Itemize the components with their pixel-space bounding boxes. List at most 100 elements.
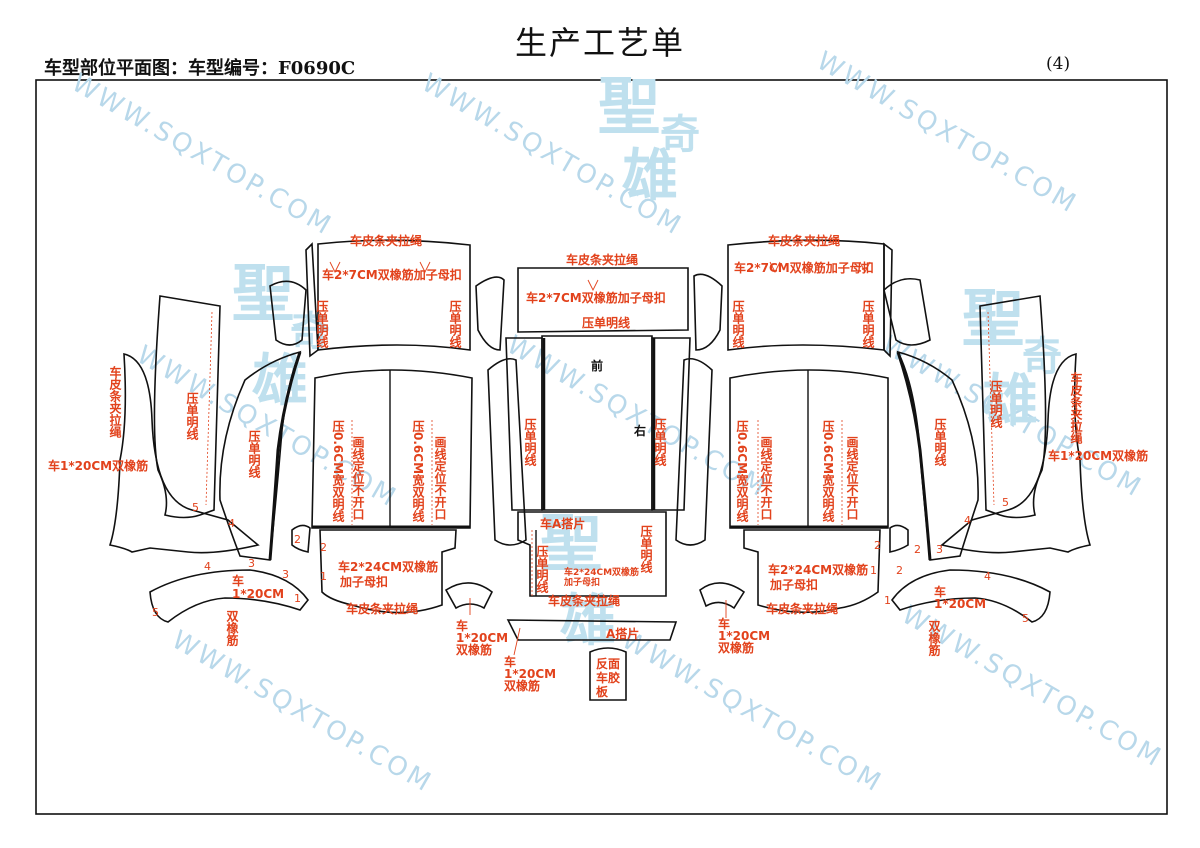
annotation-label-vertical: 压单明线 [448, 300, 462, 349]
annotation-label-vertical: 压单明线 [861, 300, 875, 349]
annotation-label: 车 [232, 573, 244, 588]
direction-front: 前 [591, 358, 603, 373]
annotation-label: 1*20CM [934, 597, 986, 611]
center-bottom-a-tab [506, 619, 678, 641]
piece-number: 3 [248, 557, 255, 570]
annotation-label: 车皮条夹拉绳 [346, 601, 418, 616]
left-pieces [108, 239, 527, 623]
left-quarter-panel [153, 295, 221, 519]
annotation-label-small: 加子母扣 [563, 576, 600, 588]
piece-number: 2 [874, 539, 881, 552]
annotation-label: 车2*7CM双橡筋加子母扣 [526, 290, 666, 305]
annotation-label: 车胶 [596, 670, 620, 685]
piece-number: 1 [870, 564, 877, 577]
annotation-label: 车2*24CM双橡筋 [338, 559, 438, 574]
annotation-label: 车2*7CM双橡筋加子母扣 [322, 267, 462, 282]
piece-number: 4 [984, 570, 991, 583]
annotation-label: 车皮条夹拉绳 [548, 593, 620, 608]
center-a-tab-panel [517, 511, 667, 597]
annotation-label-vertical: 压0.6CM宽双明线 [735, 420, 749, 523]
piece-number: 1 [884, 594, 891, 607]
piece-number: 5 [152, 606, 159, 619]
annotation-label-vertical: 压0.6CM宽双明线 [821, 420, 835, 523]
annotation-label: 车 [456, 618, 468, 633]
annotation-label-vertical: 双橡筋 [225, 610, 239, 647]
piece-number: 5 [1002, 496, 1009, 509]
annotation-label-vertical: 车皮条夹拉绳 [1069, 371, 1083, 444]
center-side-strip-left [505, 337, 543, 511]
reverse-glue-board [589, 647, 627, 701]
direction-right: 右 [633, 423, 646, 438]
right-small-piece [889, 524, 909, 553]
left-door-panel [311, 369, 473, 529]
annotation-label: 1*20CM [718, 629, 770, 643]
annotation-label-vertical: 压单明线 [185, 392, 199, 441]
piece-number: 2 [914, 543, 921, 556]
annotation-label: 车1*20CM双橡筋 [1048, 448, 1148, 463]
left-roof-flap [305, 242, 319, 358]
leader-line [469, 598, 727, 656]
watermark-text: WWW.SQXTOP.COM [812, 46, 1083, 220]
left-lower-panel [319, 529, 457, 614]
watermark-logo: 聖 [598, 70, 660, 143]
center-pieces [444, 267, 746, 701]
annotation-label-vertical: 压单明线 [523, 418, 537, 467]
right-wing-panel [940, 352, 1092, 554]
right-roof-flap [883, 242, 893, 358]
piece-number: 4 [204, 560, 211, 573]
right-arc-piece [890, 569, 1051, 623]
center-arch-right [699, 582, 746, 610]
annotation-label-vertical: 画线定位不开口 [433, 436, 447, 521]
annotation-label-vertical: 压单明线 [639, 525, 653, 574]
left-pillar [475, 276, 505, 351]
left-roof-panel [317, 239, 471, 351]
piece-number: 4 [964, 514, 971, 527]
annotation-label: 双橡筋 [504, 678, 540, 693]
annotation-label: 车2*24CM双橡筋 [768, 562, 868, 577]
annotation-label-vertical: 压单明线 [315, 300, 329, 349]
center-arch-left [444, 582, 494, 610]
diagram-frame [35, 79, 1168, 815]
annotation-label: 车皮条夹拉绳 [768, 233, 840, 248]
annotation-label-vertical: 画线定位不开口 [759, 436, 773, 521]
piece-number: 2 [294, 533, 301, 546]
watermark-logo: 雄 [982, 368, 1038, 434]
annotation-label-vertical: 压单明线 [933, 418, 947, 467]
stitch-marker [329, 261, 431, 274]
annotation-label: 加子母扣 [769, 577, 818, 592]
piece-number: 2 [896, 564, 903, 577]
annotation-label: 加子母扣 [339, 574, 388, 589]
right-lower-panel [743, 529, 881, 614]
left-fender-edge [268, 351, 302, 561]
diagram-subtitle: 车型部位平面图：车型编号：F0690C [44, 58, 356, 79]
annotations: 车皮条夹拉绳 车皮条夹拉绳 车皮条夹拉绳 车2*7CM双橡筋加子母扣 车2*7C… [48, 233, 1148, 699]
stitch-marker [587, 279, 599, 292]
annotation-label: 双橡筋 [718, 640, 754, 655]
annotation-label-vertical: 画线定位不开口 [351, 436, 365, 521]
annotation-label: 板 [596, 684, 609, 699]
annotation-label: 反面 [596, 656, 620, 671]
annotation-label-vertical: 车皮条夹拉绳 [108, 365, 122, 438]
annotation-label-vertical: 压单明线 [247, 430, 261, 479]
watermark-logo: 奇 [660, 111, 700, 158]
annotation-label: A搭片 [606, 626, 639, 641]
annotation-label: 车皮条夹拉绳 [766, 601, 838, 616]
annotation-label-vertical: 压单明线 [653, 418, 667, 467]
center-side-strip-right [651, 337, 691, 511]
watermark-logo: 聖 [962, 282, 1024, 355]
annotation-label: 压单明线 [582, 315, 630, 330]
left-small-piece [291, 524, 311, 553]
right-fender-edge [896, 351, 932, 561]
right-inner-pillar [675, 357, 713, 546]
page-title: 生产工艺单 [514, 24, 685, 62]
annotation-label: 1*20CM [456, 631, 508, 645]
annotation-label-vertical: 压单明线 [535, 545, 549, 594]
piece-number: 5 [1022, 612, 1029, 625]
annotation-label-vertical: 压0.6CM宽双明线 [411, 420, 425, 523]
stitch-marker [769, 261, 871, 274]
annotation-label: 车皮条夹拉绳 [566, 252, 638, 267]
center-top-panel [517, 267, 689, 333]
watermark-logo: 奇 [1022, 333, 1062, 380]
annotation-label: 1*20CM [232, 587, 284, 601]
